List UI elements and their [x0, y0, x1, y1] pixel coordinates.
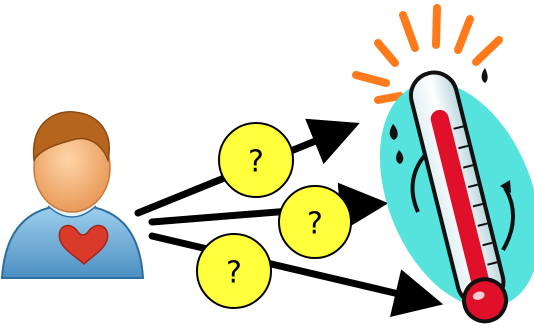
arrow-bottom [148, 232, 444, 318]
person-heart-icon [0, 111, 145, 279]
question-bubble-top: ? [218, 122, 294, 198]
thermometer-icon [352, 4, 534, 324]
question-bubble-middle: ? [278, 185, 352, 259]
question-mark-middle: ? [307, 207, 323, 242]
question-mark-top: ? [248, 145, 264, 180]
question-bubble-bottom: ? [196, 233, 272, 309]
burst-lines [352, 4, 503, 104]
question-mark-bottom: ? [226, 256, 242, 291]
